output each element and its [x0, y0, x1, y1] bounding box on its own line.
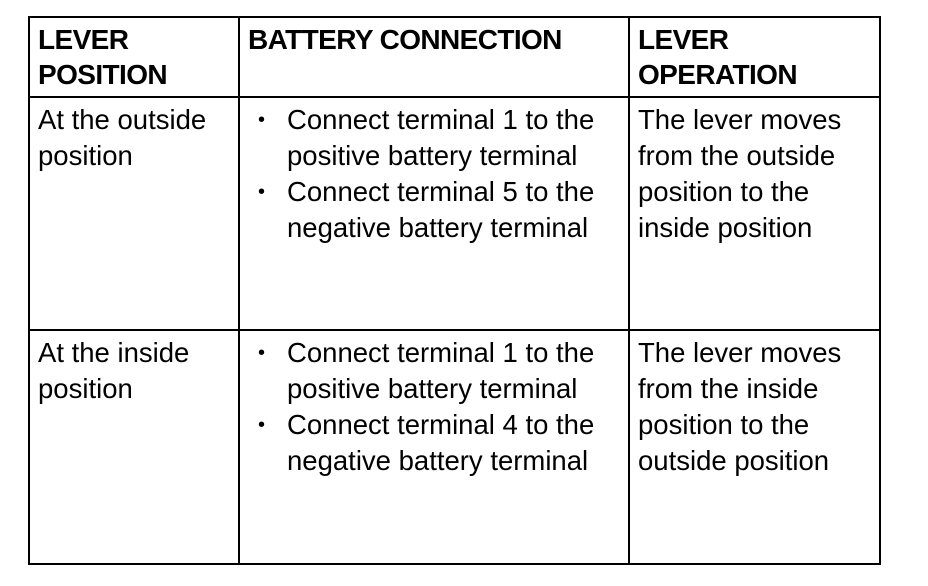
battery-connection-cell: • Connect terminal 1 to the positive bat… — [238, 329, 630, 565]
list-item: • Connect terminal 5 to the negative bat… — [248, 174, 620, 246]
list-item: • Connect terminal 1 to the positive bat… — [248, 335, 620, 407]
table-header-row: LEVER POSITION BATTERY CONNECTION LEVER … — [28, 16, 881, 98]
header-lever-operation: LEVER OPERATION — [628, 16, 881, 98]
list-item: • Connect terminal 4 to the negative bat… — [248, 407, 620, 479]
bullet-icon: • — [258, 181, 266, 203]
connection-list: • Connect terminal 1 to the positive bat… — [248, 102, 620, 246]
table-row: At the inside position • Connect termina… — [28, 329, 881, 565]
bullet-icon: • — [258, 109, 266, 131]
header-battery-connection: BATTERY CONNECTION — [238, 16, 630, 98]
list-item: • Connect terminal 1 to the positive bat… — [248, 102, 620, 174]
lever-operation-cell: The lever moves from the inside position… — [628, 329, 881, 565]
bullet-icon: • — [258, 342, 266, 364]
lever-operation-cell: The lever moves from the outside positio… — [628, 96, 881, 331]
lever-position-cell: At the outside position — [28, 96, 240, 331]
connection-list: • Connect terminal 1 to the positive bat… — [248, 335, 620, 479]
lever-operation-table: LEVER POSITION BATTERY CONNECTION LEVER … — [28, 16, 881, 565]
lever-position-cell: At the inside position — [28, 329, 240, 565]
connection-text: Connect terminal 1 to the positive batte… — [287, 337, 595, 404]
connection-text: Connect terminal 5 to the negative batte… — [287, 176, 595, 243]
table-row: At the outside position • Connect termin… — [28, 96, 881, 331]
connection-text: Connect terminal 1 to the positive batte… — [287, 104, 595, 171]
battery-connection-cell: • Connect terminal 1 to the positive bat… — [238, 96, 630, 331]
bullet-icon: • — [258, 414, 266, 436]
header-lever-position: LEVER POSITION — [28, 16, 240, 98]
connection-text: Connect terminal 4 to the negative batte… — [287, 409, 595, 476]
